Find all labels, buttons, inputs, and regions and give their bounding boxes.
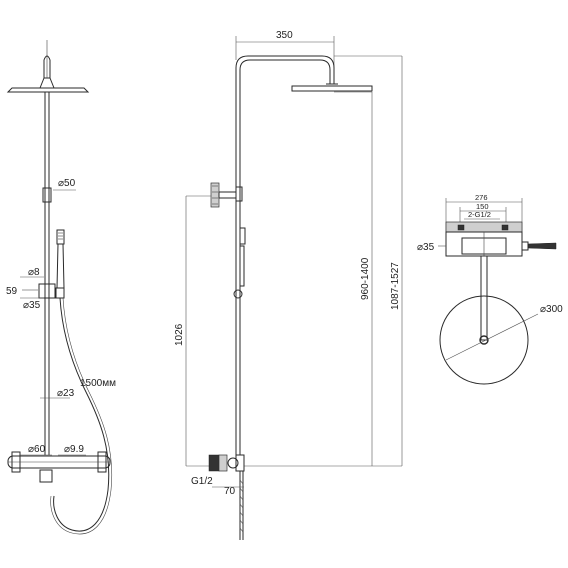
body-dia-label: ⌀35 bbox=[417, 242, 435, 253]
width-label: 276 bbox=[475, 193, 488, 202]
mixer-front bbox=[7, 451, 111, 483]
riser-dia-label: ⌀50 bbox=[58, 178, 76, 189]
riser-arm-side bbox=[235, 55, 373, 455]
adjust-range-label: 960-1400 bbox=[360, 257, 371, 300]
hand-shower-front bbox=[55, 229, 65, 299]
rain-head-front bbox=[6, 40, 90, 93]
rain-head-top bbox=[439, 255, 539, 385]
total-height-label: 1087-1527 bbox=[390, 262, 401, 310]
holder-front bbox=[20, 276, 56, 299]
upper-bracket-side bbox=[210, 182, 243, 208]
head-dia-label: ⌀300 bbox=[540, 304, 563, 315]
arm-length-label: 350 bbox=[276, 30, 293, 41]
mixer-top bbox=[438, 221, 557, 257]
hand-shower-side bbox=[233, 227, 246, 299]
top-view: 276 150 2-G1/2 ⌀35 ⌀300 bbox=[417, 193, 563, 385]
inlet-thread-label: G1/2 bbox=[191, 476, 213, 487]
mixer-dia-label: ⌀60 bbox=[28, 444, 46, 455]
riser-pipe-front bbox=[42, 92, 52, 455]
center-distance-label: 150 bbox=[476, 202, 489, 211]
pipe-dia-label: ⌀23 bbox=[57, 388, 75, 399]
mixer-side bbox=[208, 454, 245, 540]
front-view: ⌀50 ⌀8 59 ⌀35 ⌀23 1500мм bbox=[6, 40, 116, 535]
side-view: 350 1026 bbox=[174, 30, 403, 540]
outlet-dia-label: ⌀9.9 bbox=[64, 444, 84, 455]
shower-hose bbox=[53, 297, 110, 532]
inlet-label: 2-G1/2 bbox=[468, 210, 491, 219]
holder-dia-label: ⌀8 bbox=[28, 267, 40, 278]
shower-hose-inner bbox=[50, 297, 113, 535]
wall-offset-label: 70 bbox=[224, 486, 236, 497]
holder-height-label-side: 1026 bbox=[174, 323, 185, 346]
hose-length-label: 1500мм bbox=[80, 378, 116, 389]
holder-height-label: 59 bbox=[6, 286, 18, 297]
holder-base-label: ⌀35 bbox=[23, 300, 41, 311]
